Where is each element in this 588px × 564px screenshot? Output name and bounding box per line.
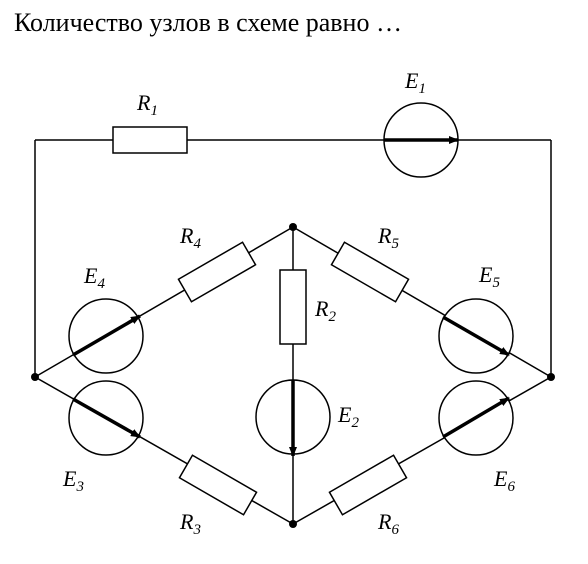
resistor-r1 <box>112 126 188 154</box>
label-e4: E4 <box>83 263 105 292</box>
node-left <box>31 373 39 381</box>
wire-top-to-right <box>292 226 552 378</box>
label-e1: E1 <box>404 68 426 97</box>
resistor-r6 <box>328 454 408 516</box>
question-text: Количество узлов в схеме равно … <box>14 8 402 37</box>
label-e6: E6 <box>493 466 515 495</box>
label-r1: R1 <box>136 90 158 119</box>
node-right <box>547 373 555 381</box>
arrow-e5 <box>442 315 510 357</box>
label-r5: R5 <box>377 223 399 252</box>
label-e3: E3 <box>62 466 84 495</box>
label-r4: R4 <box>179 223 201 252</box>
resistor-r2 <box>279 269 307 345</box>
arrow-e4 <box>72 314 141 357</box>
label-e5: E5 <box>478 262 500 291</box>
node-bottom <box>289 520 297 528</box>
resistor-r4 <box>177 241 257 303</box>
label-e2: E2 <box>337 402 359 431</box>
resistor-r5 <box>330 241 410 303</box>
label-r6: R6 <box>377 509 399 538</box>
resistor-r3 <box>178 454 258 516</box>
arrow-e6 <box>442 396 510 439</box>
label-r2: R2 <box>314 296 336 325</box>
wire-bottom-to-right <box>292 376 552 525</box>
label-r3: R3 <box>179 509 201 538</box>
arrow-e3 <box>72 397 141 439</box>
node-top <box>289 223 297 231</box>
